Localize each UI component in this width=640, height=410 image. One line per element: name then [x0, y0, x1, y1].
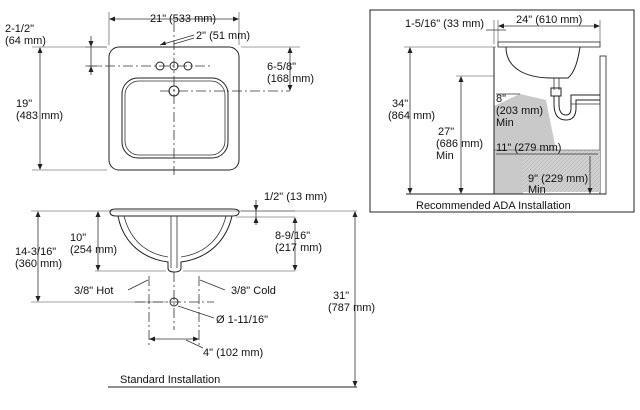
faucet-spacing-leader [159, 34, 195, 46]
rim-height-mm-label: (864 mm) [388, 110, 435, 122]
floor-height-mm-label: (787 mm) [328, 302, 375, 314]
drain-diameter-label: Ø 1-11/16" [216, 314, 268, 326]
front-mm-label: (64 mm) [5, 35, 46, 47]
width-mm-label: (533 mm) [169, 13, 216, 25]
drain-outlet-circle [169, 297, 179, 307]
sink-rim-side [109, 208, 240, 217]
knee-height-min-label: Min [436, 150, 454, 162]
p-trap [553, 96, 600, 121]
wall-setback-label: 1-5/16" (33 mm) [405, 18, 484, 30]
toe-depth-label: 11" (279 mm) [496, 142, 561, 154]
width-inches-label: 21" [150, 13, 166, 25]
cold-supply-label: 3/8" Cold [231, 285, 276, 297]
toe-height-label: 9" (229 mm) [528, 173, 588, 185]
wall [599, 55, 607, 195]
depth-inches-label: 19" [16, 98, 32, 110]
standard-installation-caption: Standard Installation [120, 374, 220, 386]
total-depth-inches-label: 14-3/16" [15, 246, 56, 258]
drain-inches-label: 6-5/8" [267, 61, 296, 73]
ada-frame [369, 9, 635, 213]
depth-mm-label: (483 mm) [16, 110, 63, 122]
sink-bowl-top [121, 77, 229, 159]
bowl-depth-mm-label: (217 mm) [275, 242, 322, 254]
side-view: 1/2" (13 mm) 8-9/16" (217 mm) 10" (254 m… [15, 191, 375, 388]
ada-sink-bowl [505, 46, 581, 79]
sink-bowl-top-inner [124, 80, 226, 156]
inner-depth-mm-label: (254 mm) [70, 244, 117, 256]
floor-height-inches-label: 31" [333, 290, 349, 302]
total-depth-mm-label: (360 mm) [15, 258, 62, 270]
front-inches-label: 2-1/2" [5, 23, 34, 35]
ada-depth-label: 24" (610 mm) [516, 14, 582, 26]
faucet-spacing-label: 2" (51 mm) [196, 30, 250, 42]
top-view: 21" (533 mm) 2-1/2" (64 mm) 2" (51 mm) 6… [5, 12, 314, 175]
toe-clearance-area [523, 150, 600, 192]
ada-countertop [497, 41, 601, 48]
knee-height-mm-label: (686 mm) [436, 138, 483, 150]
drain-mm-label: (168 mm) [267, 73, 314, 85]
ada-view: 1-5/16" (33 mm) 24" (610 mm) 34" (864 mm… [369, 9, 635, 213]
bowl-depth-inches-label: 8-9/16" [275, 230, 310, 242]
rim-height-inches-label: 34" [392, 98, 408, 110]
hot-supply-label: 3/8" Hot [74, 285, 113, 297]
knee-depth-mm-label: (203 mm) [496, 105, 543, 117]
ada-installation-caption: Recommended ADA Installation [416, 200, 571, 212]
inner-depth-inches-label: 10" [70, 232, 86, 244]
rim-thickness-label: 1/2" (13 mm) [264, 191, 327, 203]
knee-clearance-area [494, 94, 556, 150]
sink-bowl-side [117, 215, 233, 273]
supply-spacing-label: 4" (102 mm) [203, 347, 263, 359]
knee-depth-inches-label: 8" [496, 93, 506, 105]
toe-height-min-label: Min [528, 184, 546, 196]
knee-depth-min-label: Min [496, 117, 514, 129]
knee-height-inches-label: 27" [438, 126, 454, 138]
